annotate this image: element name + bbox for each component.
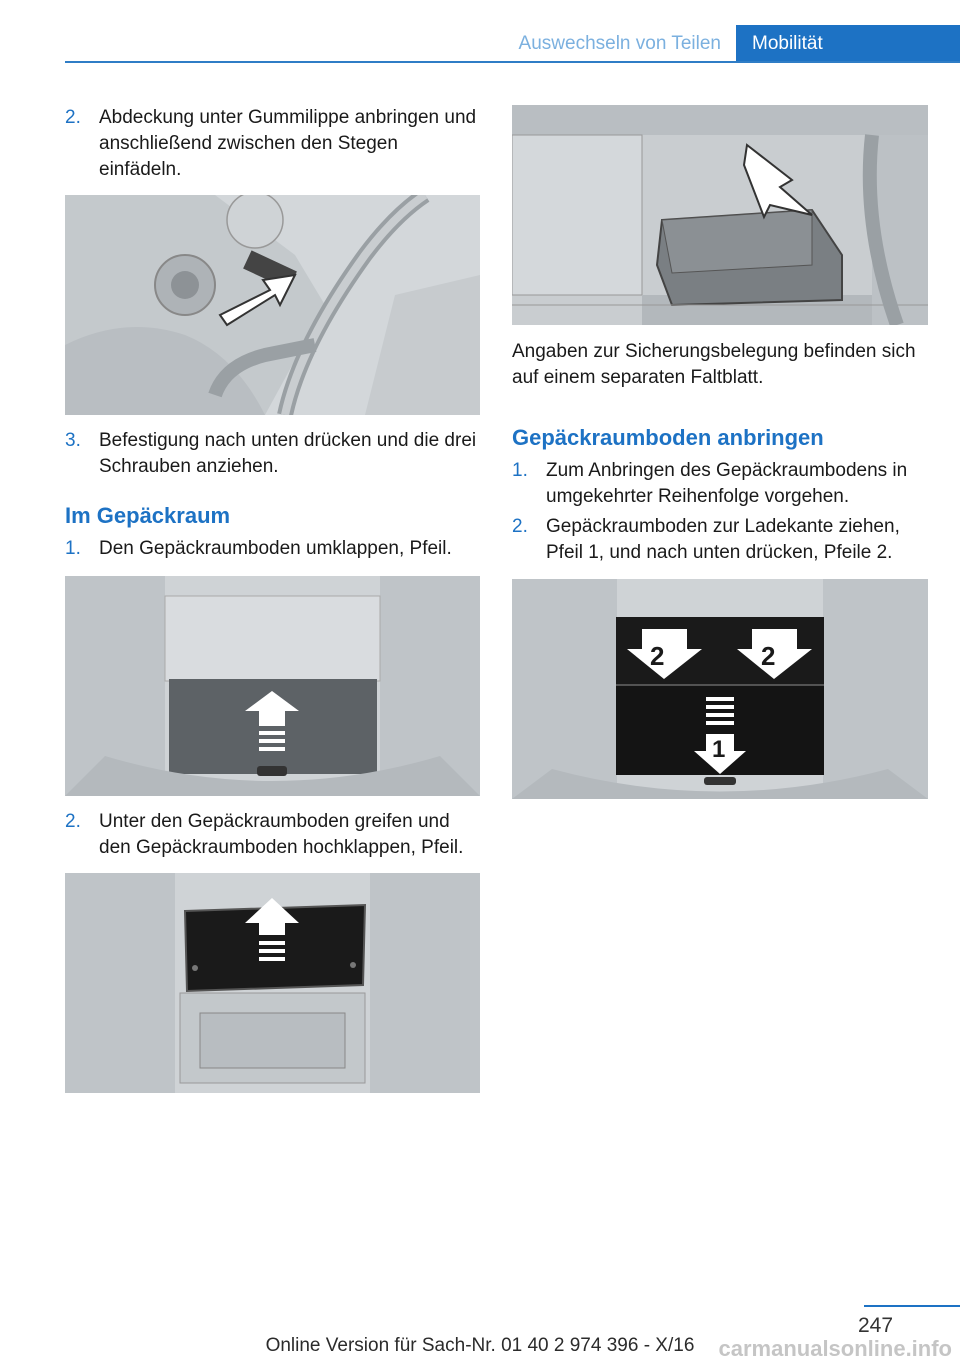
arrow-label-2-left: 2 [650, 641, 665, 671]
step-text: Gepäckraumboden zur Ladekante ziehen, Pf… [546, 516, 900, 563]
step-number: 2. [65, 811, 81, 832]
footer-online-version: Online Version für Sach-Nr. 01 40 2 974 … [265, 1335, 695, 1356]
arrow-label-1: 1 [712, 736, 726, 763]
step-text: Zum Anbringen des Gepäckraumbodens in um… [546, 460, 908, 507]
illustration-trunk-install-floor: 2 2 1 [512, 579, 928, 799]
step-text: Den Gepäckraumboden umklappen, Pfeil. [99, 538, 452, 559]
illustration-trunk-fold-floor [65, 576, 480, 796]
header-chapter-tab: Mobilität [736, 25, 960, 62]
page-number: 247 [858, 1314, 894, 1337]
fuse-assignment-note: Angaben zur Sicherungsbelegung befinden … [512, 341, 916, 388]
header-section-title: Auswechseln von Teilen [518, 32, 721, 54]
illustration-cover-clip [65, 195, 480, 415]
heading-im-gepaeckraum: Im Gepäckraum [65, 503, 231, 528]
step-text: Abdeckung unter Gummilippe anbringen und… [99, 107, 477, 180]
illustration-fuse-box [512, 105, 928, 325]
header-rule [65, 61, 960, 63]
step-number: 1. [512, 460, 528, 481]
footer-rule [864, 1305, 960, 1307]
step-text: Unter den Gepäckraumboden greifen und de… [99, 811, 464, 858]
arrow-label-2-right: 2 [761, 641, 776, 671]
step-number: 2. [512, 516, 528, 537]
watermark: carmanualsonline.info [718, 1336, 953, 1361]
illustration-trunk-lift-floor [65, 873, 480, 1093]
step-number: 2. [65, 107, 81, 128]
step-number: 1. [65, 538, 81, 559]
heading-install-floor: Gepäckraumboden anbringen [512, 425, 824, 450]
step-text: Befestigung nach unten drücken und die d… [99, 430, 477, 477]
step-number: 3. [65, 430, 81, 451]
